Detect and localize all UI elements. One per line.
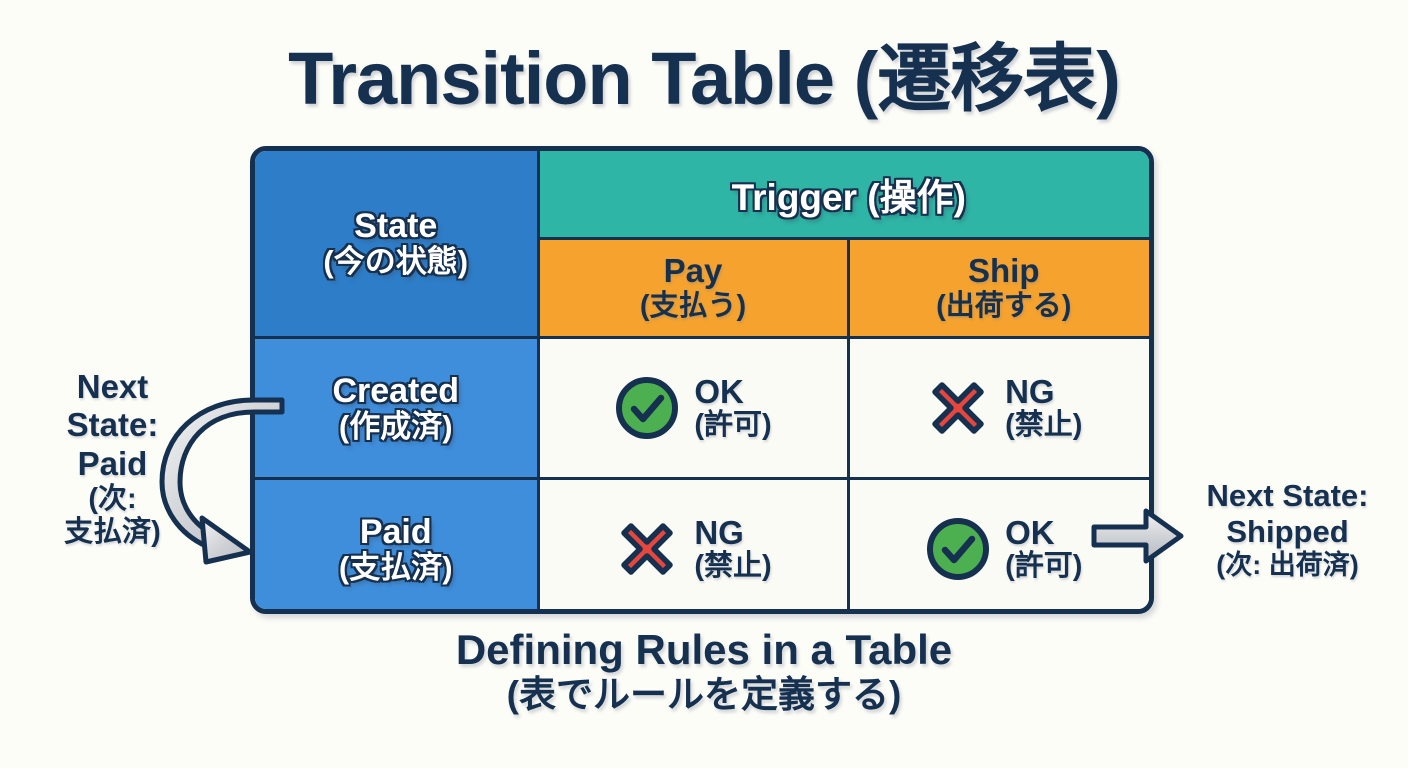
cell-created-ship-en: NG bbox=[1005, 372, 1055, 410]
diagram-caption: Defining Rules in a Table (表でルールを定義する) bbox=[0, 626, 1408, 716]
cross-mark-icon bbox=[932, 382, 984, 434]
trigger-header-label: Trigger (操作) bbox=[731, 177, 966, 218]
trigger-pay-jp: (支払う) bbox=[639, 290, 747, 323]
caption-jp: (表でルールを定義する) bbox=[506, 673, 902, 715]
left-annotation-line1: Next bbox=[76, 368, 149, 405]
cell-paid-pay-jp: (禁止) bbox=[694, 550, 772, 583]
state-cell-created: Created (作成済) bbox=[255, 336, 540, 480]
cell-created-pay: OK (許可) bbox=[536, 336, 850, 480]
right-annotation-line2: Shipped bbox=[1226, 513, 1349, 549]
next-state-right-arrow-icon bbox=[1091, 508, 1184, 564]
table-row: Paid (支払済) NG (禁止) bbox=[255, 477, 1149, 609]
page-title: Transition Table (遷移表) bbox=[288, 37, 1121, 120]
cell-created-pay-jp: (許可) bbox=[694, 409, 772, 442]
trigger-pay-cell: Pay (支払う) bbox=[538, 237, 850, 339]
right-annotation-jp: (次: 出荷済) bbox=[1216, 549, 1359, 580]
state-created-jp: (作成済) bbox=[338, 408, 453, 444]
trigger-ship-cell: Ship (出荷する) bbox=[846, 237, 1149, 339]
state-header-cell: State (今の状態) bbox=[255, 151, 540, 339]
state-cell-paid: Paid (支払済) bbox=[255, 477, 540, 609]
check-circle-icon bbox=[927, 518, 990, 580]
transition-table: State (今の状態) Trigger (操作) Pay (支払う) bbox=[250, 146, 1154, 614]
trigger-header-cell: Trigger (操作) bbox=[536, 151, 1149, 240]
state-created-en: Created bbox=[332, 371, 460, 410]
left-annotation: Next State: Paid (次: 支払済) bbox=[30, 368, 195, 550]
cell-paid-pay-en: NG bbox=[694, 513, 744, 551]
cell-created-ship: NG (禁止) bbox=[846, 336, 1149, 480]
cell-created-ship-jp: (禁止) bbox=[1005, 409, 1083, 442]
cell-paid-ship-en: OK bbox=[1005, 513, 1055, 551]
cell-created-pay-en: OK bbox=[694, 372, 744, 410]
caption-en: Defining Rules in a Table bbox=[455, 626, 953, 673]
trigger-ship-en: Ship bbox=[968, 252, 1040, 290]
left-annotation-jp2: 支払済) bbox=[64, 516, 161, 549]
trigger-subheader-row: Pay (支払う) Ship (出荷する) bbox=[255, 237, 1149, 339]
state-header-en: State bbox=[354, 207, 438, 246]
trigger-pay-en: Pay bbox=[663, 252, 723, 290]
cell-paid-pay: NG (禁止) bbox=[536, 477, 850, 609]
left-annotation-line2: State: bbox=[66, 406, 159, 444]
left-annotation-line3: Paid bbox=[77, 444, 148, 482]
left-annotation-jp1: (次: bbox=[88, 482, 137, 515]
trigger-ship-jp: (出荷する) bbox=[936, 290, 1072, 323]
table-row: Created (作成済) OK (許可) bbox=[255, 336, 1149, 480]
next-state-curved-arrow-icon bbox=[159, 397, 285, 565]
state-paid-en: Paid bbox=[359, 512, 432, 551]
check-circle-icon bbox=[616, 377, 679, 439]
right-annotation: Next State: Shipped (次: 出荷済) bbox=[1170, 478, 1405, 581]
cell-paid-ship-jp: (許可) bbox=[1005, 550, 1083, 583]
state-header-jp: (今の状態) bbox=[323, 244, 469, 280]
table-header-row: State (今の状態) Trigger (操作) bbox=[255, 151, 1149, 339]
right-annotation-line1: Next State: bbox=[1206, 478, 1369, 513]
cross-mark-icon bbox=[621, 523, 674, 575]
cell-paid-ship: OK (許可) bbox=[846, 477, 1149, 609]
state-paid-jp: (支払済) bbox=[338, 549, 453, 585]
